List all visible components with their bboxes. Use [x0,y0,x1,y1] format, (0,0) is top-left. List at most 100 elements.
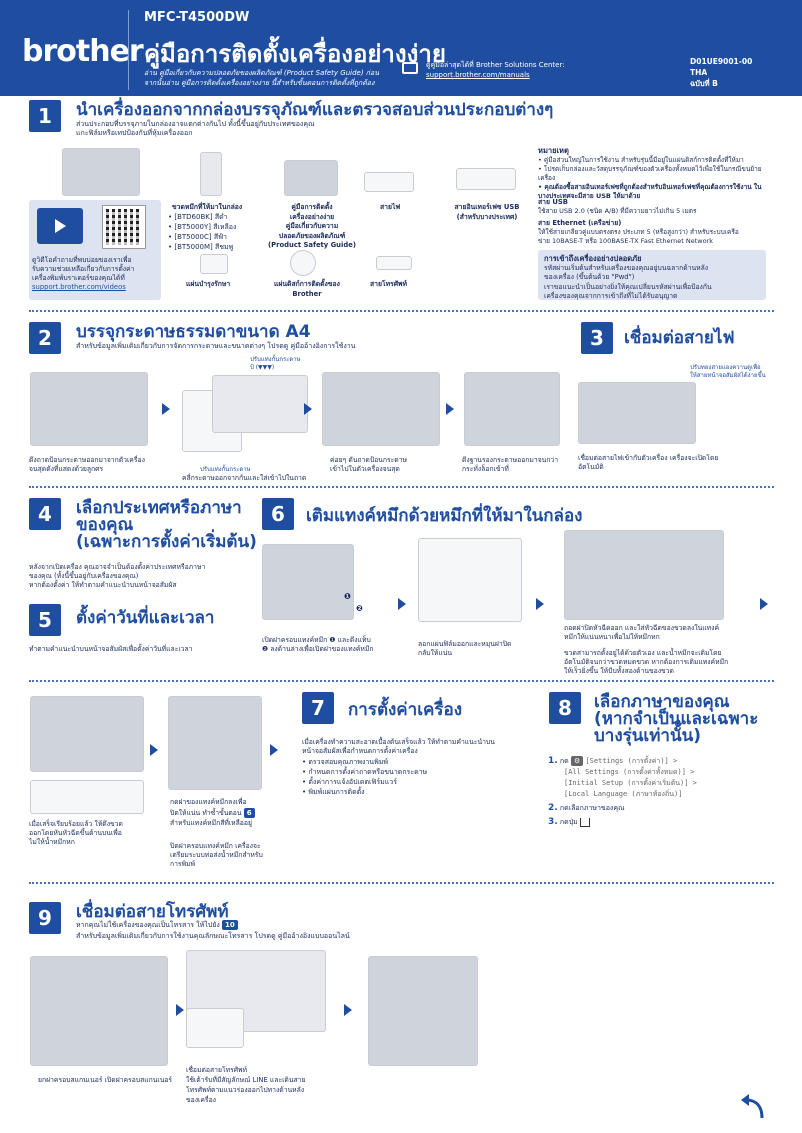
callout-2: ❷ [356,604,363,613]
step-10-ref-badge[interactable]: 10 [222,920,238,930]
doc-language: THA [690,68,708,77]
section-divider [29,310,774,312]
support-url-link[interactable]: support.brother.com/manuals [426,71,530,79]
secure-text2: ของเครื่อง (ขึ้นต้นด้วย "Pwd") [544,273,635,281]
document-code: D01UE9001-00 THA ฉบับที่ B [690,56,752,89]
usb-cable-title: สาย USB [538,198,568,206]
step-6-cap3b: หมึกให้แน่นหนาเพื่อไม่ให้หมึกหก [564,633,660,641]
notes-title: หมายเหตุ [538,146,569,155]
load-paper-image [212,375,308,433]
support-text: ดูคู่มือล่าสุดได้ที่ Brother Solutions C… [426,60,565,80]
step-6-cap5c: สำหรับแทงค์หมึกสีที่เหลืออยู่ [170,819,252,827]
step-6-cap1a: เปิดฝาครอบแทงค์หมึก ❶ และดึงแท็บ [262,636,371,644]
remove-bottle-image [30,696,144,772]
step-4-text2: ของคุณ (ทั้งนี้ขึ้นอยู่กับเครื่องของคุณ) [29,572,139,580]
step-4-text1: หลังจากเปิดเครื่อง คุณอาจจำเป็นต้องตั้งค… [29,563,206,571]
usb-label-1: สายอินเทอร์เฟซ USB [454,203,520,211]
usb-cable-text: ใช้สาย USB 2.0 (ชนิด A/B) ที่มีความยาวไม… [538,207,697,215]
step-2-cap4a: ดึงฐานรองกระดาษออกมาจนกว่า [462,456,559,464]
home-button-icon[interactable] [580,817,590,827]
close-scanner-image [368,956,478,1066]
power-cord-image [364,172,414,192]
page-turn-icon [741,1094,764,1119]
note-item: โปรดเก็บกล่องและวัสดุบรรจุภัณฑ์ของตัวเคร… [538,165,768,183]
step-6-cap1b: ❷ ลงด้านล่างเพื่อเปิดฝาของแทงค์หมึก [262,645,374,653]
faq-video-box: ดูวิดีโอคำถามที่พบบ่อยของเราเพื่อ รับควา… [29,200,161,300]
callout-1: ❶ [344,592,351,601]
step-7-item: กำหนดการตั้งค่าถาดหรือขนาดกระดาษ [302,767,427,777]
usb-label-2: (สำหรับบางประเทศ) [456,212,518,221]
connect-power-image [578,382,696,444]
step-2-cap1a: ดึงถาดป้อนกระดาษออกมาจากตัวเครื่อง [29,456,145,464]
step-2-title: บรรจุกระดาษธรรมดาขนาด A4 [76,322,311,342]
nozzle-up-image [30,780,144,814]
step-4-title-1: เลือกประเทศหรือภาษา [76,498,242,518]
step-1-sub2: แกะฟิล์มหรือเทปป้องกันที่หุ้มเครื่องออก [76,129,193,137]
qr-code-icon[interactable] [102,205,146,249]
ink-list: [BTD60BK] สีดำ [BT5000Y] สีเหลือง [BT500… [168,212,236,252]
step-6-cap3d: อัตโนมัติจนกว่าขวดหมดขวด หากต้องการเติมแ… [564,658,729,666]
paper-support-image [464,372,560,446]
header-note-line2: จากนั้นอ่าน คู่มือการติดตั้งเครื่องอย่าง… [144,79,375,87]
notes-list: คู่มือส่วนใหญ่ในการใช้งาน สำหรับรุ่นนี้ม… [538,156,768,201]
sheet-label: แผ่นบำรุงรักษา [186,280,231,288]
guides-label-4: ปลอดภัยของผลิตภัณฑ์ [278,231,346,240]
doc-version: ฉบับที่ B [690,79,718,88]
step-8-line2: 2. กดเลือกภาษาของคุณ [548,803,768,814]
header-banner: brother MFC-T4500DW คู่มือการติดตั้งเครื… [0,0,802,96]
step-7-title: การตั้งค่าเครื่อง [348,700,463,720]
step-8-num2: 2. [548,803,558,813]
note-item: คุณต้องซื้อสายอินเทอร์เฟซที่ถูกต้องสำหรั… [538,183,768,201]
step-3-badge: 3 [581,322,613,354]
line-socket-image [186,1008,244,1048]
step-5-text: ทำตามคำแนะนำบนหน้าจอสัมผัสเพื่อตั้งค่าวั… [29,645,193,653]
step-6-cap2b: กลับให้แน่น [418,649,453,657]
disc-label: แผ่นดิสก์การติดตั้งของ Brother [262,280,352,299]
settings-path-4: [Local Language (ภาษาท้องถิ่น)] [564,790,683,798]
maintenance-sheet-image [200,254,228,274]
step-2-cap3a: ค่อยๆ ดันถาดป้อนกระดาษ [330,456,407,464]
step-3-callout-1: ปรับทองสายแองควานดูเพื่อ [690,364,761,371]
doc-code: D01UE9001-00 [690,57,753,66]
model-name: MFC-T4500DW [144,10,250,25]
bottle-cap-image [418,538,522,622]
step-8-line1: 1. กด ⚙ [Settings (การตั้งค่า)] > [548,756,768,767]
phone-label: สายโทรศัพท์ [370,280,408,288]
step-5-title: ตั้งค่าวันที่และเวลา [76,608,215,628]
step-1-sub1: ส่วนประกอบที่บรรจุภายในกล่องอาจแตกต่างกั… [76,120,315,128]
settings-path-1: [Settings (การตั้งค่า)] > [585,757,678,765]
video-link[interactable]: support.brother.com/videos [32,283,126,291]
step-6-cap2a: ลอกแผ่นฟิล์มออกและหมุนฝาปิด [418,640,512,648]
step-6-cap4c: ไม่ให้น้ำหมึกหก [29,838,75,846]
section-divider [29,882,774,884]
printer-image [62,148,140,196]
secure-access-box: การเข้าถึงเครื่องอย่างปลอดภัย รหัสผ่านเร… [538,250,766,300]
settings-icon[interactable]: ⚙ [570,756,584,766]
step-8-instructions: 1. กด ⚙ [Settings (การตั้งค่า)] > [All S… [548,756,768,828]
manual-book-icon [402,62,418,74]
step-3-title: เชื่อมต่อสายไฟ [624,328,735,348]
step-6-cap3a: ถอดฝาปิดหัวฉีดออก และใส่หัวฉีดของขวดลงใน… [564,624,720,632]
section-divider [29,680,774,682]
step-4-badge: 4 [29,498,61,530]
step-2-cap2a: คลี่กระดาษออกจากกันและใส่เข้าไปในถาด [182,474,307,482]
step-9-title: เชื่อมต่อสายโทรศัพท์ [76,902,229,922]
lift-scanner-image [30,956,168,1066]
step-9-sub2: สำหรับข้อมูลเพิ่มเติมเกี่ยวกับการใช้งานค… [76,932,350,940]
step-6-cap5a: กดฝาของแทงค์หมึกลงเพื่อ [170,798,247,806]
guides-label-2: เครื่องอย่างง่าย [289,212,335,221]
ethernet-text2: ข่าย 10BASE-T หรือ 100BASE-TX Fast Ether… [538,237,714,245]
step-4-title-2: ของคุณ [76,515,134,535]
header-divider [128,10,129,90]
step-7-text1: เมื่อเครื่องทำความสะอาดเบื้องต้นเสร็จแล้… [302,738,495,746]
ink-title: ขวดหมึกที่ให้มาในกล่อง [172,203,243,211]
step-arrow-icon [398,598,406,610]
step-6-title: เติมแทงค์หมึกด้วยหมึกที่ให้มาในกล่อง [306,506,583,526]
callout-mark: ป้ (▼▼▼) [250,364,275,371]
header-note: อ่าน คู่มือเกี่ยวกับความปลอดภัยของผลิตภั… [144,68,394,88]
step-6-cap5b-line: ปิดให้แน่น ทำซ้ำขั้นตอน 6 [170,808,255,819]
ink-item: [BT5000C] สีฟ้า [168,232,236,242]
step-8-title-3: บางรุ่นเท่านั้น) [594,726,701,746]
step-6-cap6c: การพิมพ์ [170,860,196,868]
step-5-badge: 5 [29,604,61,636]
